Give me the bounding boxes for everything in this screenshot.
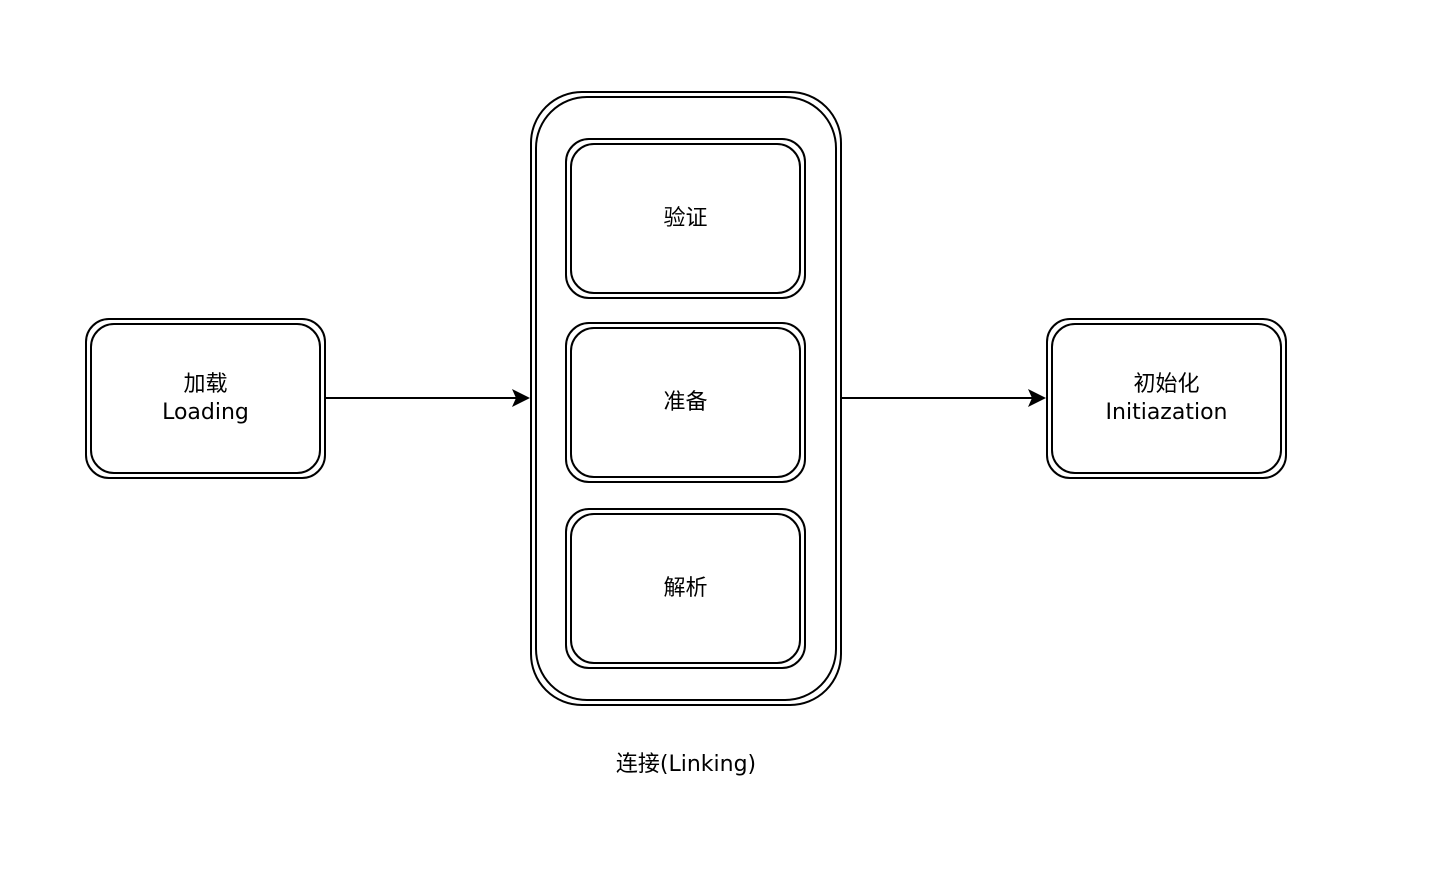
- arrow-loading-to-linking: [326, 389, 530, 407]
- resolve-label: 解析: [663, 575, 708, 601]
- loading-node[interactable]: 加载 Loading: [85, 318, 326, 479]
- linking-step-verify[interactable]: 验证: [565, 138, 806, 299]
- initialization-node[interactable]: 初始化 Initiazation: [1046, 318, 1287, 479]
- arrow-linking-to-initialization: [842, 389, 1046, 407]
- initialization-label: 初始化 Initiazation: [1048, 320, 1285, 477]
- initialization-label-cn: 初始化: [1133, 371, 1200, 397]
- verify-label: 验证: [663, 205, 708, 231]
- linking-step-prepare[interactable]: 准备: [565, 322, 806, 483]
- prepare-label: 准备: [663, 389, 708, 415]
- loading-label: 加载 Loading: [87, 320, 324, 477]
- linking-caption: 连接(Linking): [615, 752, 757, 777]
- linking-step-resolve[interactable]: 解析: [565, 508, 806, 669]
- initialization-label-en: Initiazation: [1105, 399, 1228, 425]
- loading-label-cn: 加载: [183, 371, 228, 397]
- loading-label-en: Loading: [162, 399, 249, 425]
